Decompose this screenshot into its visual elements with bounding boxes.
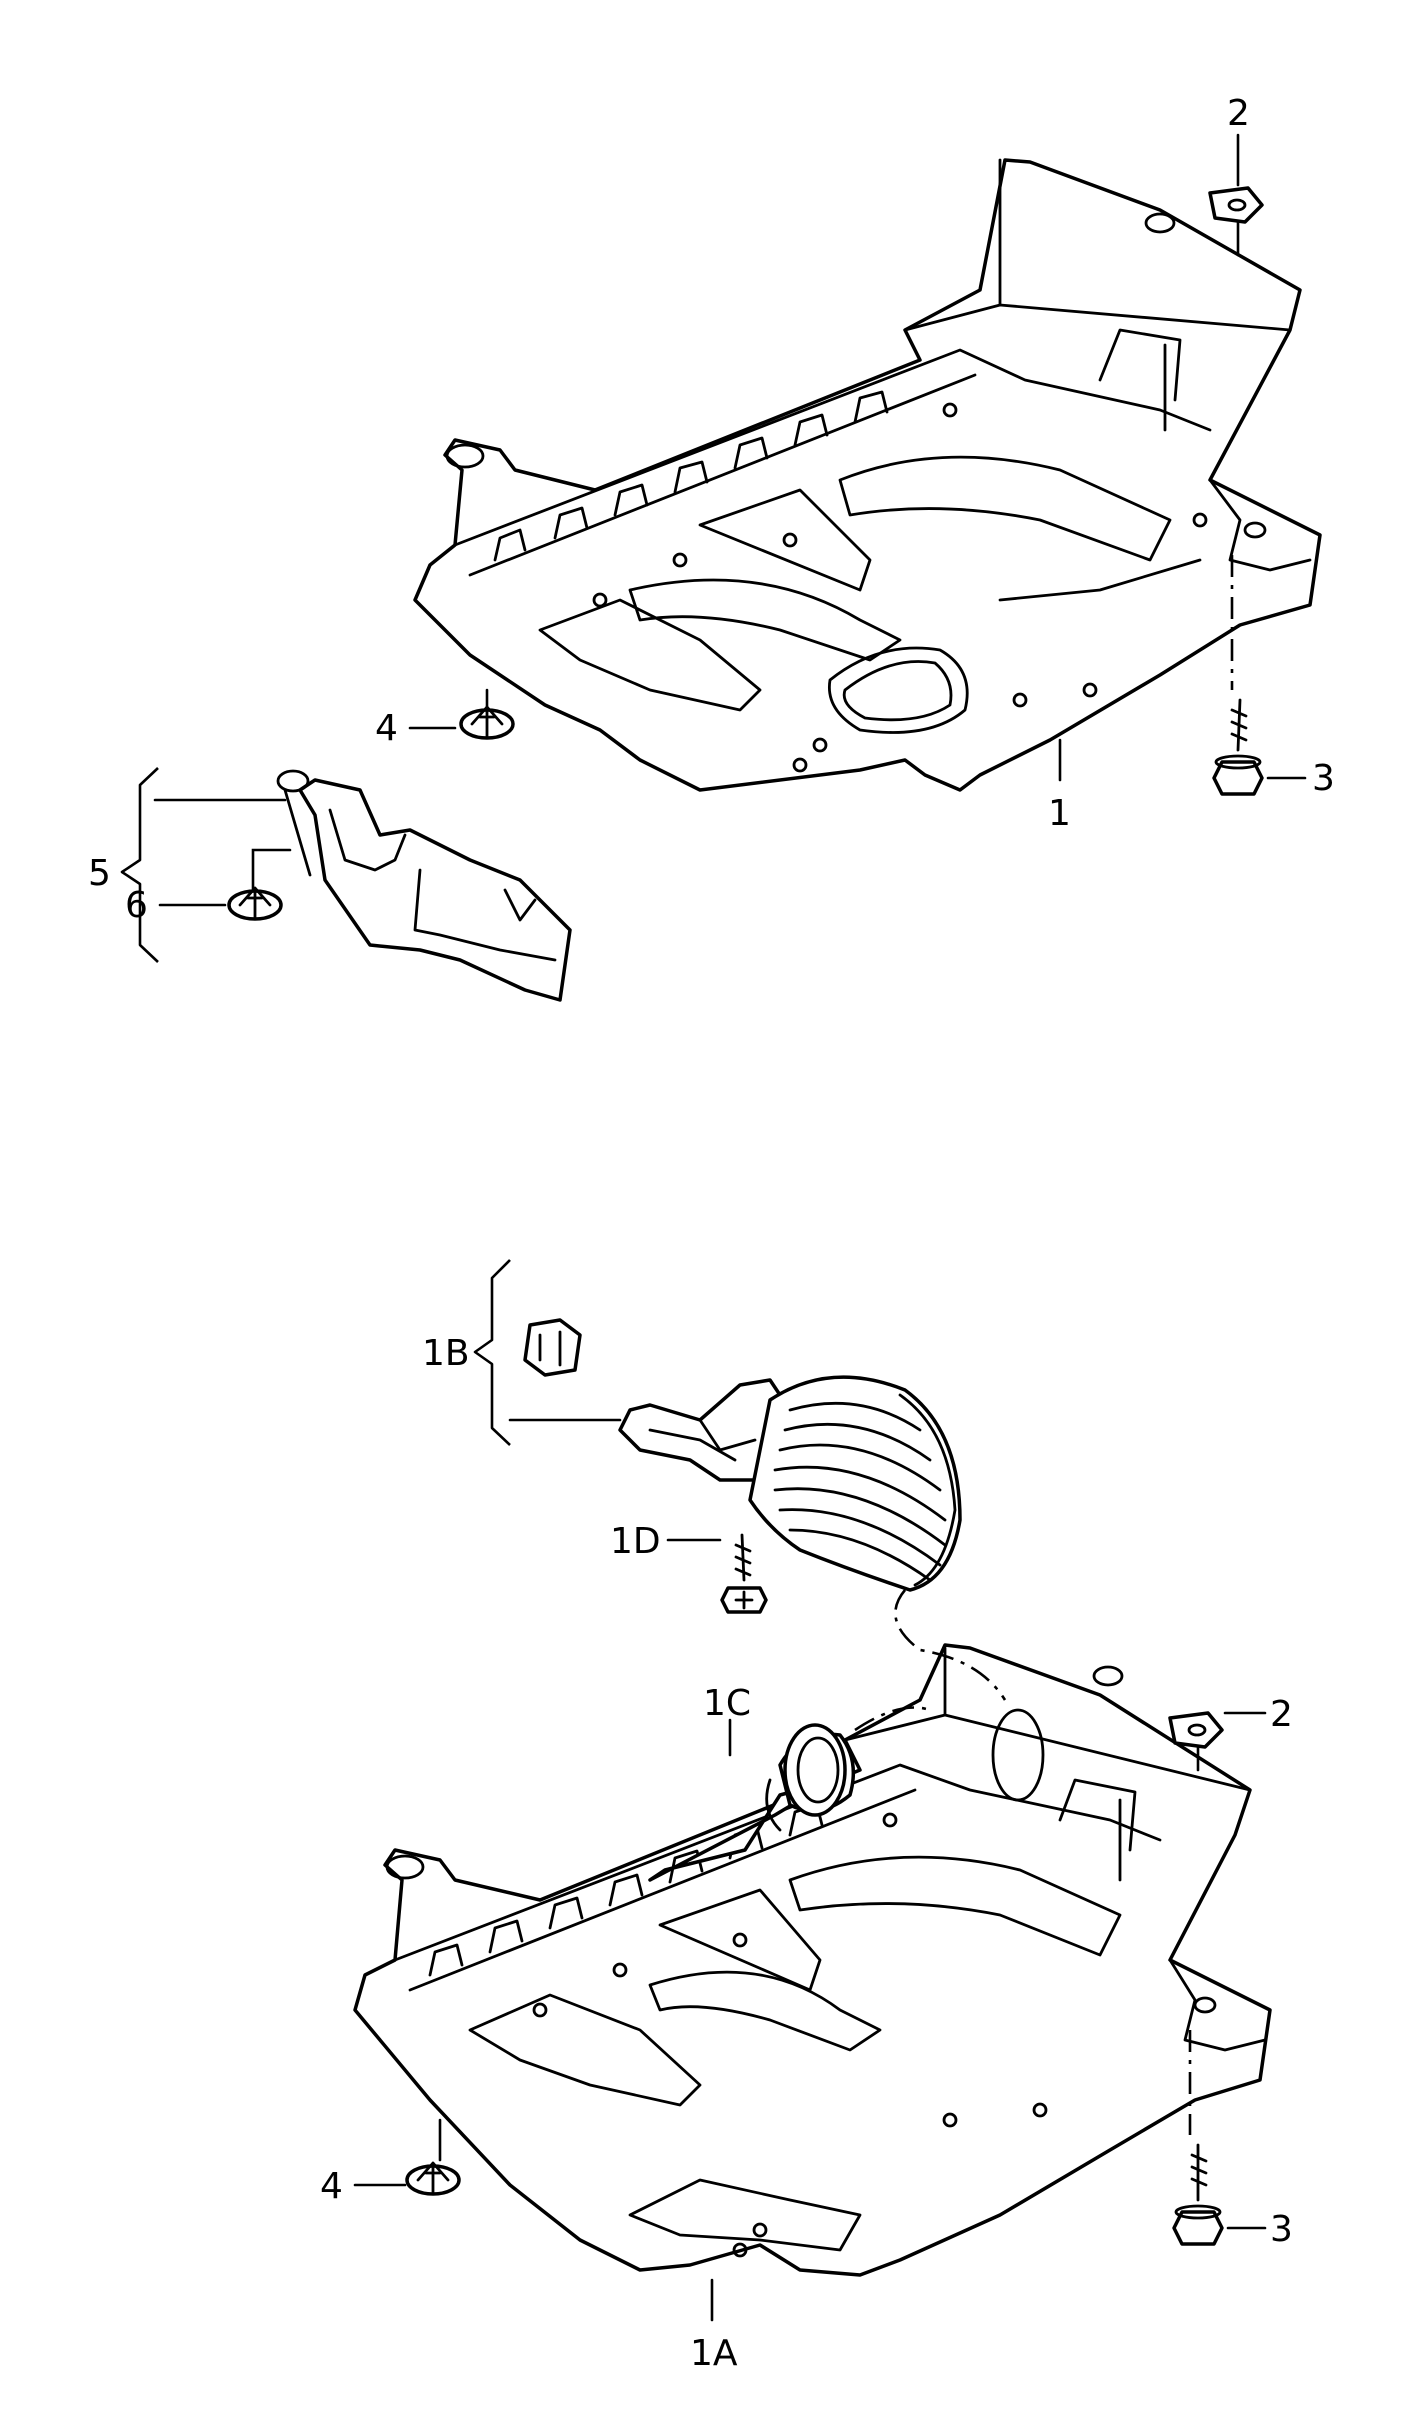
- lower-air-duct: [523, 1318, 962, 1592]
- lower-intake-funnel: [648, 1723, 856, 1882]
- lower-screw-1D: [720, 1533, 768, 1614]
- lower-callout-1C: 1C: [703, 1683, 751, 1724]
- upper-side-shield: [276, 769, 572, 1002]
- upper-clip-6: [227, 886, 283, 921]
- upper-callout-4: 4: [375, 708, 398, 749]
- lower-assembly: 1A 1B 1C 1D 2 3 4: [320, 1259, 1293, 2374]
- upper-callout-1: 1: [1048, 793, 1071, 834]
- upper-screw-3: [1212, 698, 1264, 796]
- lower-callout-3: 3: [1270, 2209, 1293, 2250]
- upper-assembly: 1 2 3 4 5 6: [88, 93, 1335, 1002]
- lower-clip-4: [405, 2161, 461, 2196]
- upper-callout-2: 2: [1227, 93, 1250, 134]
- lower-callout-1A: 1A: [690, 2333, 738, 2374]
- lower-screw-3: [1172, 2143, 1224, 2246]
- upper-callout-3: 3: [1312, 758, 1335, 799]
- upper-callout-6: 6: [125, 885, 148, 926]
- upper-clip-4: [459, 705, 515, 740]
- upper-leaders: [120, 133, 1307, 963]
- lower-callout-4: 4: [320, 2166, 343, 2207]
- upper-callout-5: 5: [88, 853, 111, 894]
- lower-undertray: [353, 1643, 1272, 2277]
- upper-clip-nut-2: [1208, 186, 1264, 224]
- lower-callout-1D: 1D: [610, 1521, 661, 1562]
- lower-clip-nut-2: [1168, 1711, 1224, 1749]
- lower-callout-1B: 1B: [422, 1333, 470, 1374]
- upper-undertray: [413, 158, 1322, 792]
- lower-leaders: [353, 1259, 1267, 2322]
- lower-callout-2: 2: [1270, 1694, 1293, 1735]
